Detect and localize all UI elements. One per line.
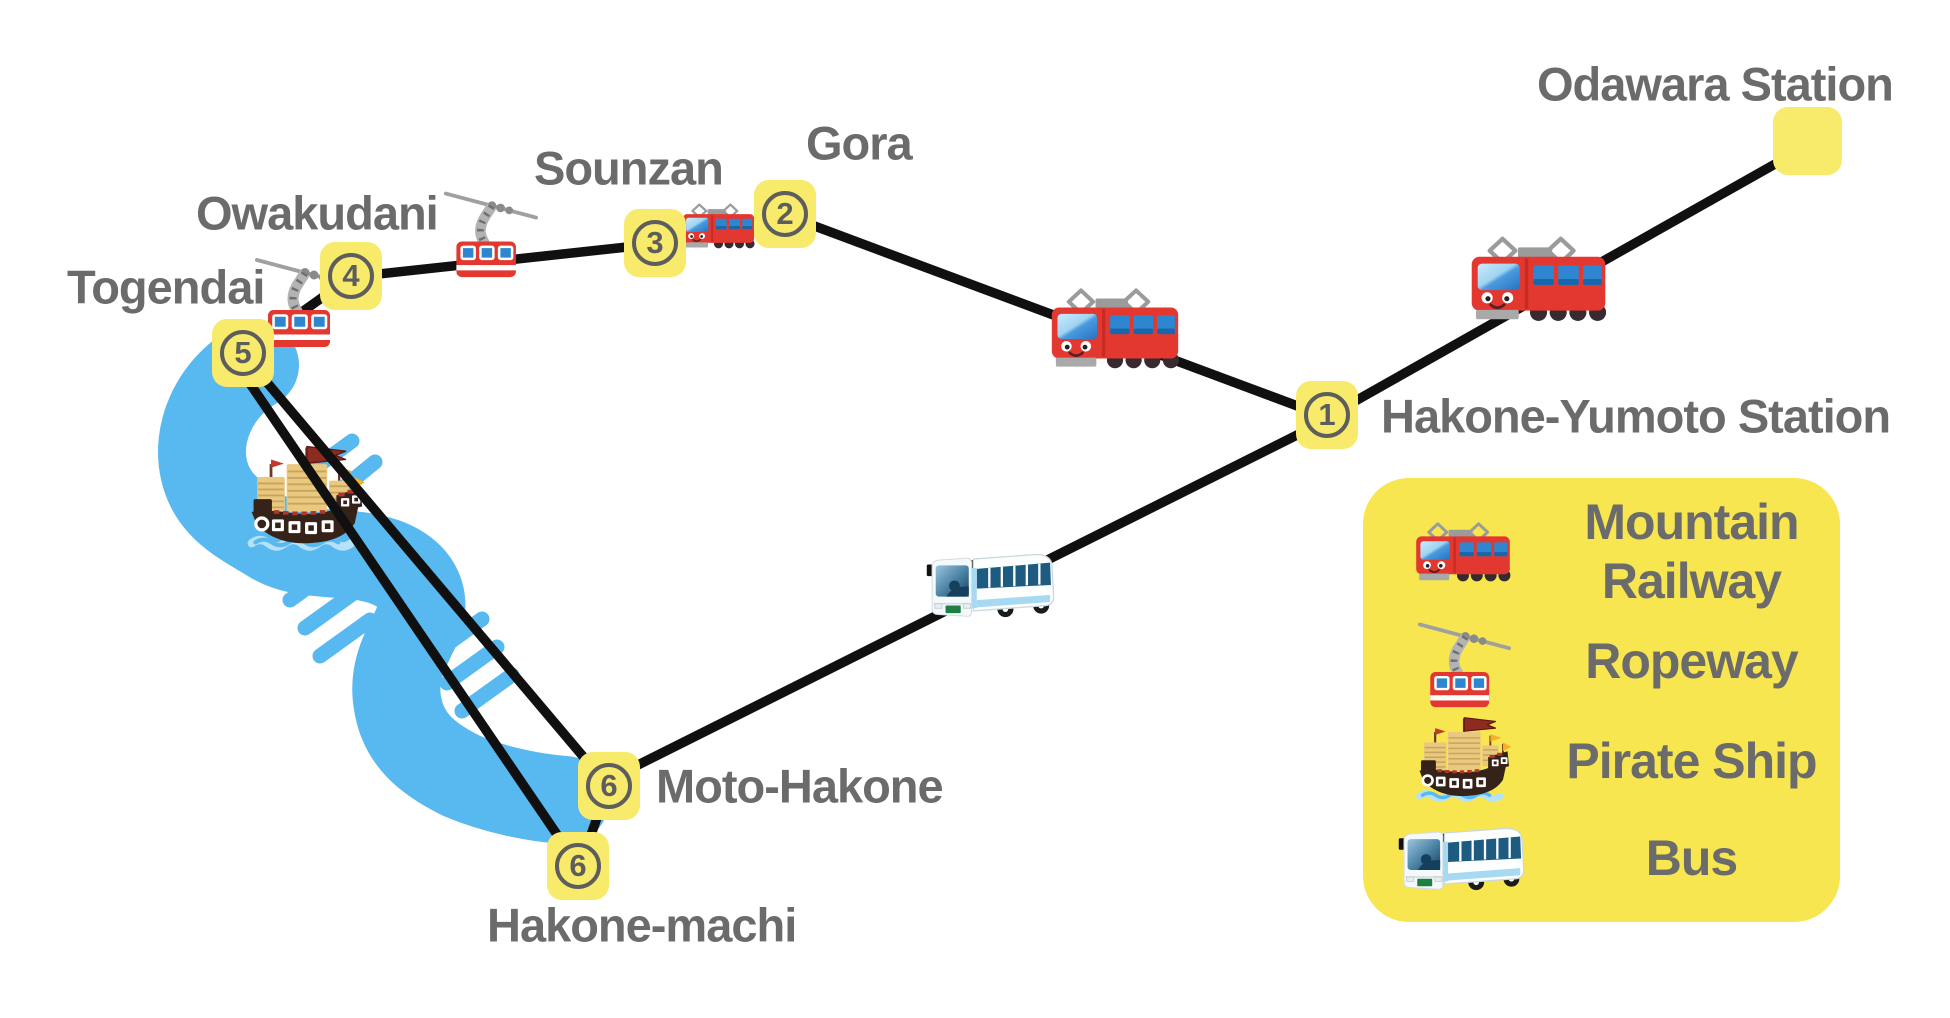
mountain-railway-icon [1050,288,1180,369]
legend-label: Mountain Railway [1584,494,1799,609]
station-number: 5 [220,330,266,376]
station-label-hakone-yumoto: Hakone-Yumoto Station [1381,389,1891,443]
station-number: 2 [762,191,808,237]
station-badge-hakone-yumoto: 1 [1296,381,1358,449]
bus-icon [925,550,1059,620]
station-number: 6 [586,763,632,809]
legend: Mountain Railway Ropeway Pirate Ship Bus [1363,478,1840,922]
station-label-hakone-machi: Hakone-machi [487,898,797,952]
legend-label: Pirate Ship [1566,732,1817,789]
line-togendai-motohakone [243,355,608,785]
mountain-railway-icon [1373,522,1553,582]
line-togendai-hakonemachi [231,358,578,863]
legend-label: Ropeway [1585,632,1799,689]
station-badge-moto-hakone: 6 [578,752,640,820]
station-label-sounzan: Sounzan [534,141,724,195]
station-marker-odawara [1773,107,1842,175]
station-badge-sounzan: 3 [624,209,686,277]
station-label-gora: Gora [806,116,913,170]
ropeway-icon [1373,614,1553,709]
station-badge-togendai: 5 [212,319,274,387]
legend-label: Bus [1645,829,1738,886]
station-badge-gora: 2 [754,180,816,248]
legend-row-pirate-ship: Pirate Ship [1373,710,1830,812]
station-number: 3 [632,220,678,266]
pirate-ship-icon [1373,714,1553,808]
station-badge-owakudani: 4 [320,242,382,310]
legend-row-mountain-railway: Mountain Railway [1373,492,1830,612]
station-label-odawara: Odawara Station [1537,57,1894,111]
legend-row-bus: Bus [1373,812,1830,904]
station-number: 6 [555,843,601,889]
station-badge-hakone-machi: 6 [547,832,609,900]
ropeway-icon [442,183,538,279]
station-number: 1 [1304,392,1350,438]
station-label-togendai: Togendai [67,260,265,314]
station-label-moto-hakone: Moto-Hakone [656,759,944,813]
station-label-owakudani: Owakudani [196,186,439,240]
legend-row-ropeway: Ropeway [1373,612,1830,710]
mountain-railway-icon [1470,236,1607,322]
mountain-railway-icon [682,203,755,249]
pirate-ship-icon [246,442,366,558]
bus-icon [1373,824,1553,893]
station-number: 4 [328,253,374,299]
